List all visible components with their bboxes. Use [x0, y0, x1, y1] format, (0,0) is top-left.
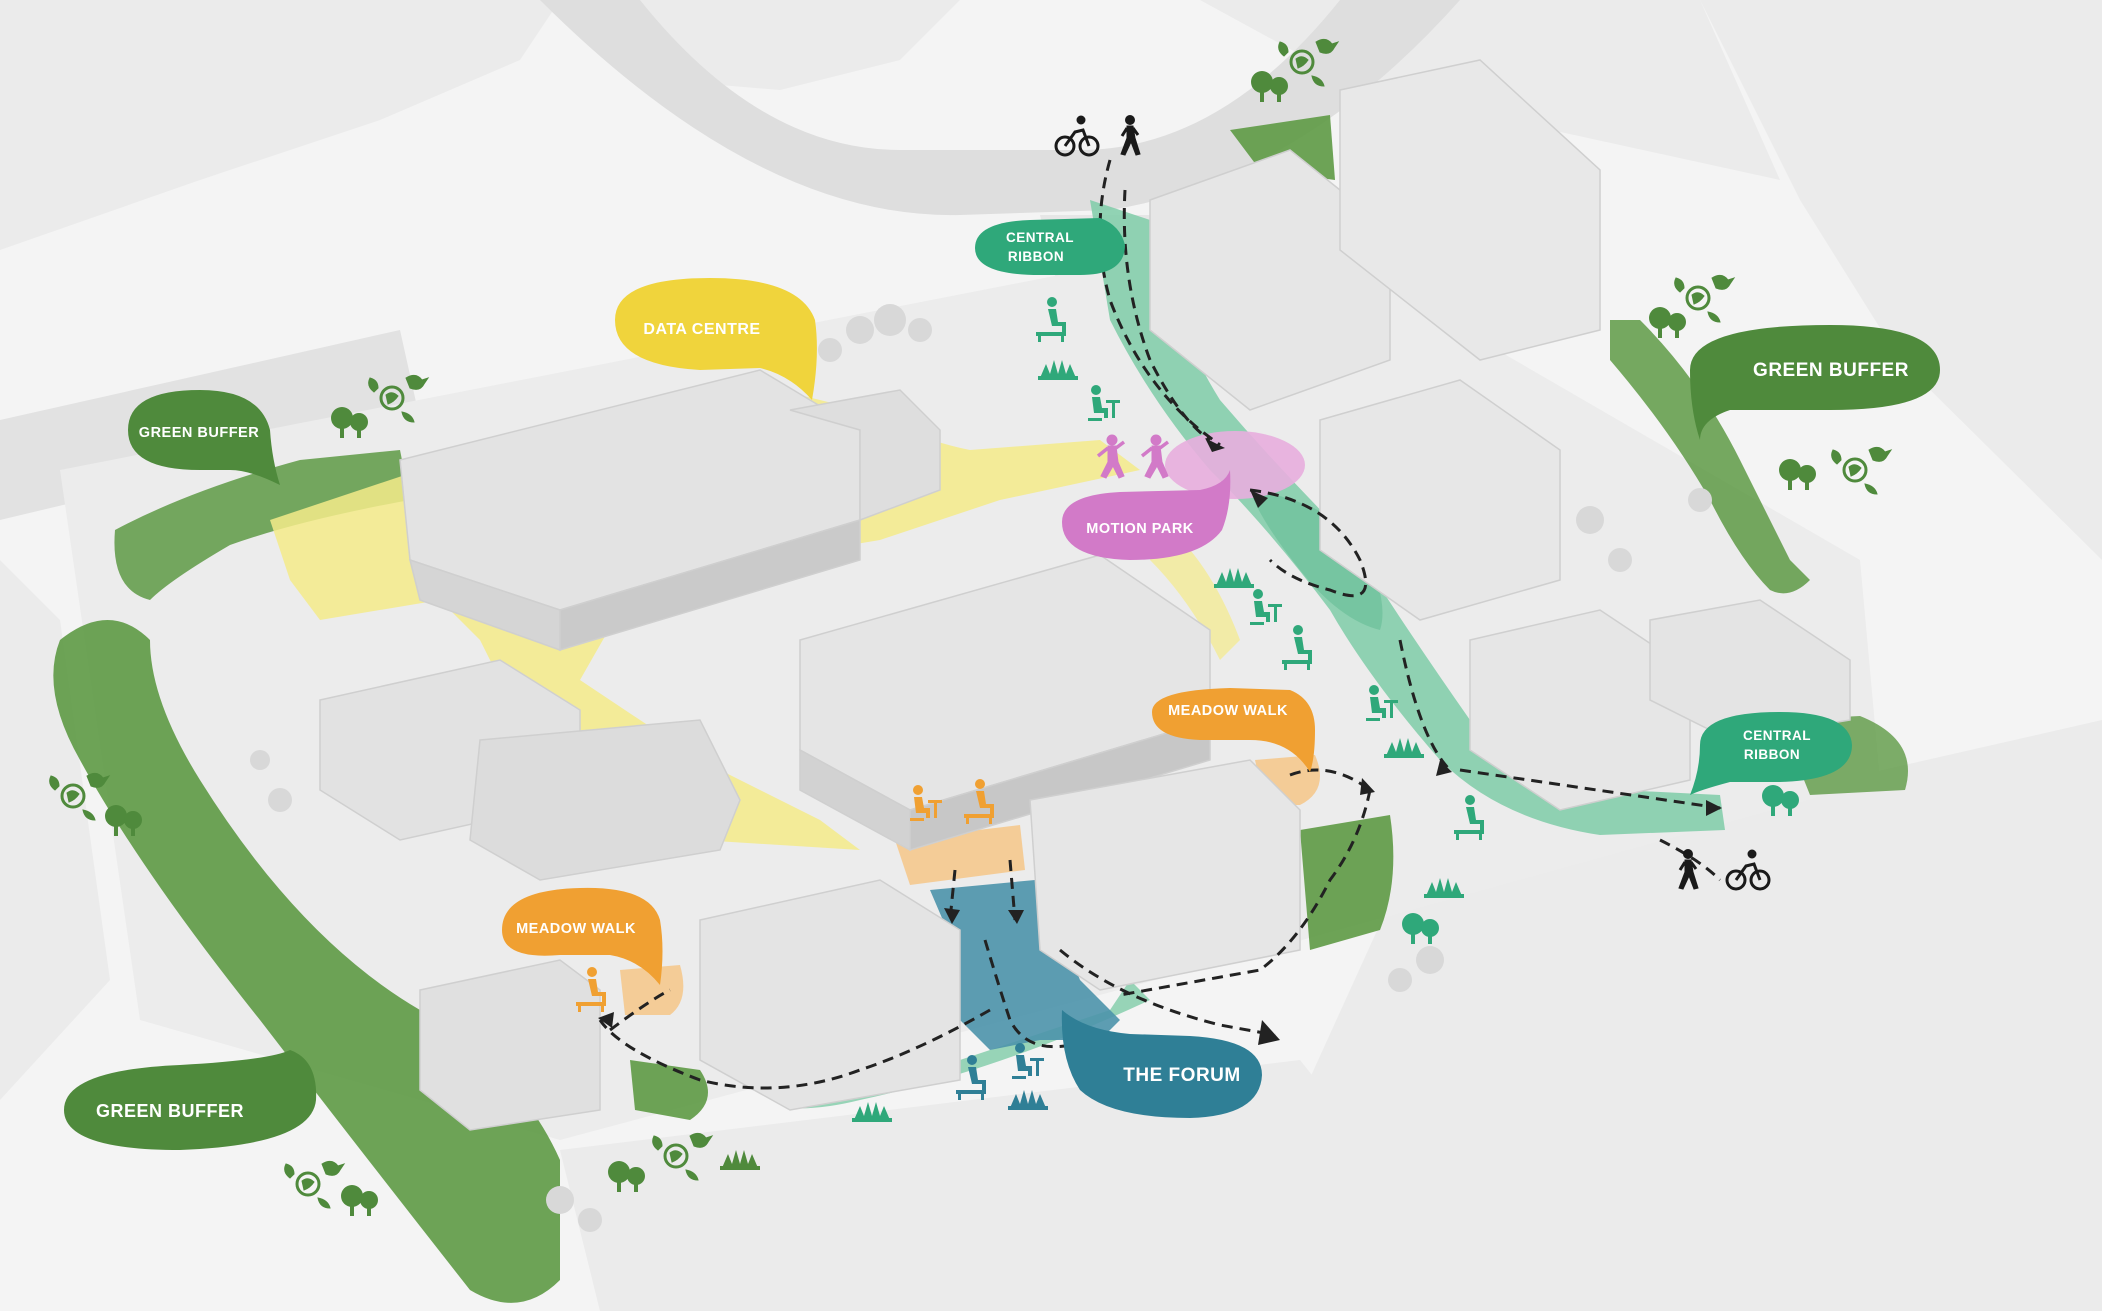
path-east-walk — [1659, 838, 1722, 882]
data-centre-label: DATA CENTRE — [643, 321, 760, 338]
path-forum-b — [1008, 859, 1017, 921]
green-buffer-callout-east: GREEN BUFFER — [1690, 325, 1940, 440]
meadow-walk-zone-west — [620, 965, 684, 1015]
path-ribbon-loop — [1249, 488, 1368, 598]
path-ribbon-east — [1459, 768, 1721, 810]
green-buffer-label-northwest: GREEN BUFFER — [139, 425, 259, 441]
path-north-b — [1122, 189, 1211, 442]
central-ribbon-callout-east: CENTRAL RIBBON — [1690, 712, 1852, 795]
central-ribbon-callout-north: CENTRAL RIBBON — [975, 218, 1125, 275]
green-buffer-label-southwest: GREEN BUFFER — [96, 1101, 244, 1121]
meadow-walk-label-center: MEADOW WALK — [1168, 703, 1288, 719]
green-buffer-zone-west — [53, 620, 560, 1303]
meadow-walk-callout-west: MEADOW WALK — [502, 887, 663, 985]
green-patch-south — [630, 1060, 708, 1120]
green-buffer-zone-north — [114, 450, 410, 600]
the-forum-label: THE FORUM — [1123, 1065, 1240, 1086]
meadow-walk-callout-center: MEADOW WALK — [1152, 688, 1315, 772]
green-buffer-callout-southwest: GREEN BUFFER — [64, 1050, 317, 1150]
path-meadow-to-forum — [1119, 789, 1372, 997]
green-buffer-zone-east — [1610, 320, 1810, 594]
forum-zone — [930, 880, 1120, 1050]
green-patch-forum — [1300, 815, 1394, 950]
central-ribbon-label-north-line1: CENTRAL — [1006, 230, 1074, 245]
central-ribbon-label-north-line2: RIBBON — [1008, 249, 1064, 264]
data-centre-callout: DATA CENTRE — [615, 278, 817, 400]
green-buffer-label-east: GREEN BUFFER — [1753, 360, 1909, 381]
path-arrowheads — [598, 438, 1722, 1045]
motion-park-label: MOTION PARK — [1086, 521, 1194, 537]
motion-park-zone — [1165, 431, 1305, 499]
path-forum-east — [1059, 948, 1276, 1037]
the-forum-callout: THE FORUM — [1061, 1010, 1262, 1118]
central-ribbon-label-east-line2: RIBBON — [1744, 747, 1800, 762]
buildings — [319, 59, 1851, 1131]
path-meadow-west — [609, 988, 671, 1032]
meadow-walk-label-west: MEADOW WALK — [516, 921, 636, 937]
movement-paths — [598, 159, 1722, 1090]
central-ribbon-label-east-line1: CENTRAL — [1743, 728, 1811, 743]
motion-park-callout: MOTION PARK — [1062, 470, 1231, 560]
path-forum-west — [598, 1008, 991, 1090]
green-buffer-callout-northwest: GREEN BUFFER — [128, 390, 280, 485]
path-ribbon-link — [1398, 639, 1452, 772]
